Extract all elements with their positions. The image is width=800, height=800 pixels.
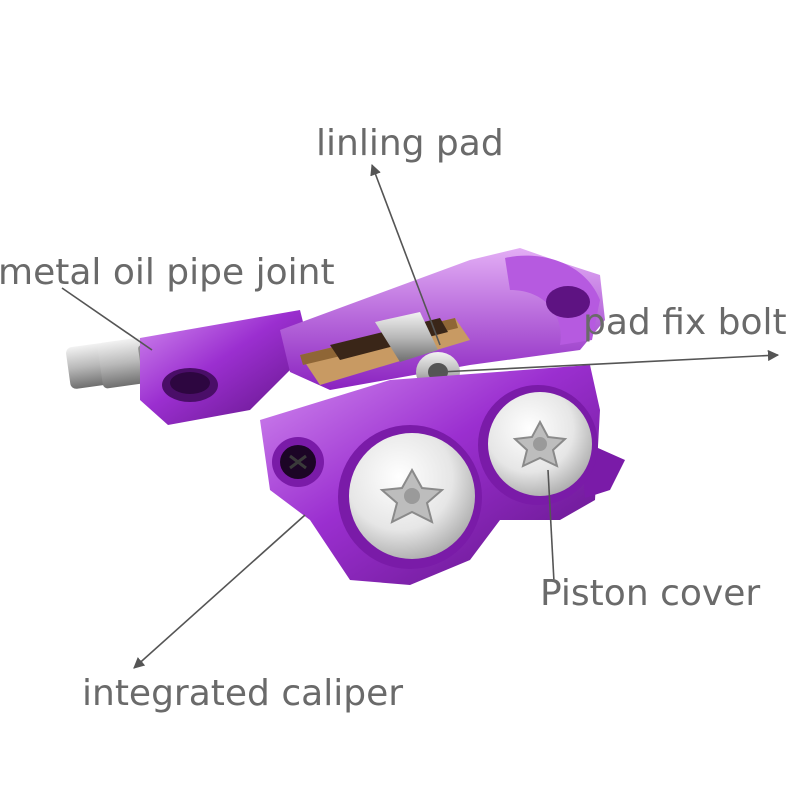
label-linling-pad: linling pad — [316, 123, 504, 164]
label-piston-cover: Piston cover — [540, 573, 761, 614]
label-pad-fix-bolt: pad fix bolt — [583, 302, 787, 343]
leader-lines — [61, 163, 780, 669]
leader-linling-pad — [370, 163, 441, 346]
mount-bracket — [140, 310, 310, 425]
piston-cover-left — [338, 425, 482, 569]
leader-integrated-caliper — [133, 514, 306, 669]
leader-oil-pipe-joint — [61, 287, 153, 351]
piston-cover-right — [478, 385, 598, 505]
label-integrated-caliper: integrated caliper — [82, 673, 404, 714]
leader-piston-cover — [547, 469, 555, 583]
leader-pad-fix-bolt — [439, 349, 780, 373]
label-metal-oil-pipe-joint: metal oil pipe joint — [0, 252, 335, 293]
